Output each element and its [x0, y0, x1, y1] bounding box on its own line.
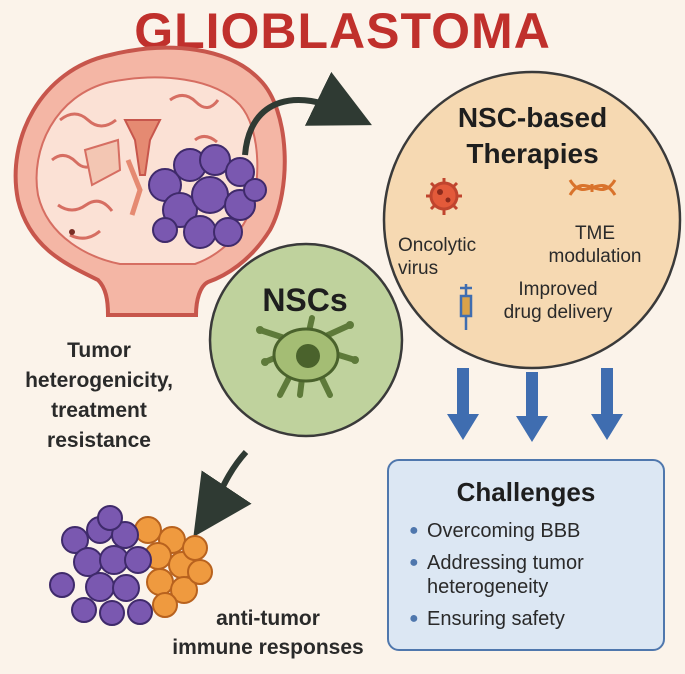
tumor-heterogenicity-text: Tumor heterogenicity, treatment resistan… [4, 336, 194, 456]
arrows-to-challenges [447, 368, 623, 442]
tumor-line3: treatment [51, 399, 147, 422]
neural-stem-cell-icon [256, 315, 359, 398]
tme-modulation-label: TME modulation [525, 222, 665, 268]
drug-line2: drug delivery [503, 302, 613, 323]
immune-cell-cluster [49, 505, 213, 626]
challenge-text: Addressing tumor heterogeneity [427, 552, 584, 598]
arrow-brain-to-therapies [242, 71, 372, 156]
bullet-icon: ● [409, 522, 419, 539]
therapies-title-line1: NSC-based [457, 102, 608, 133]
drug-line1: Improved [518, 279, 598, 300]
immune-responses-text: anti-tumor immune responses [148, 604, 388, 662]
virus-icon [426, 178, 462, 215]
tme-line2: modulation [548, 246, 642, 267]
challenge-item: ● Overcoming BBB [409, 519, 659, 543]
nscs-label: NSCs [262, 282, 348, 318]
challenges-list: ● Overcoming BBB ● Addressing tumor hete… [409, 519, 659, 639]
immune-line2: immune responses [172, 636, 364, 659]
brain-tumor-cluster [148, 144, 267, 249]
tumor-line1: Tumor [67, 339, 131, 362]
tumor-line4: resistance [47, 429, 151, 452]
bullet-icon: ● [409, 554, 419, 571]
challenges-title: Challenges [456, 477, 596, 507]
therapies-circle [382, 70, 682, 370]
tumor-line2: heterogenicity, [25, 369, 173, 392]
oncolytic-line1: Oncolytic [398, 235, 477, 256]
oncolytic-line2: virus [398, 258, 439, 279]
bullet-icon: ● [409, 610, 419, 627]
challenge-item: ● Ensuring safety [409, 607, 659, 631]
challenges-box: Challenges ● Overcoming BBB ● Addressing… [387, 459, 665, 651]
challenge-item: ● Addressing tumor heterogeneity [409, 551, 659, 599]
challenge-text: Ensuring safety [427, 608, 565, 630]
therapies-title-line2: Therapies [466, 138, 599, 169]
immune-line1: anti-tumor [216, 607, 320, 630]
arrow-nscs-to-immune [193, 449, 252, 537]
oncolytic-virus-label: Oncolytic virus [398, 234, 476, 280]
challenge-text: Overcoming BBB [427, 520, 581, 542]
dna-icon [568, 179, 617, 196]
therapies-title: NSC-based Therapies [415, 100, 650, 172]
tme-line1: TME [574, 223, 616, 244]
drug-delivery-label: Improved drug delivery [478, 278, 638, 324]
syringe-icon [459, 284, 473, 330]
